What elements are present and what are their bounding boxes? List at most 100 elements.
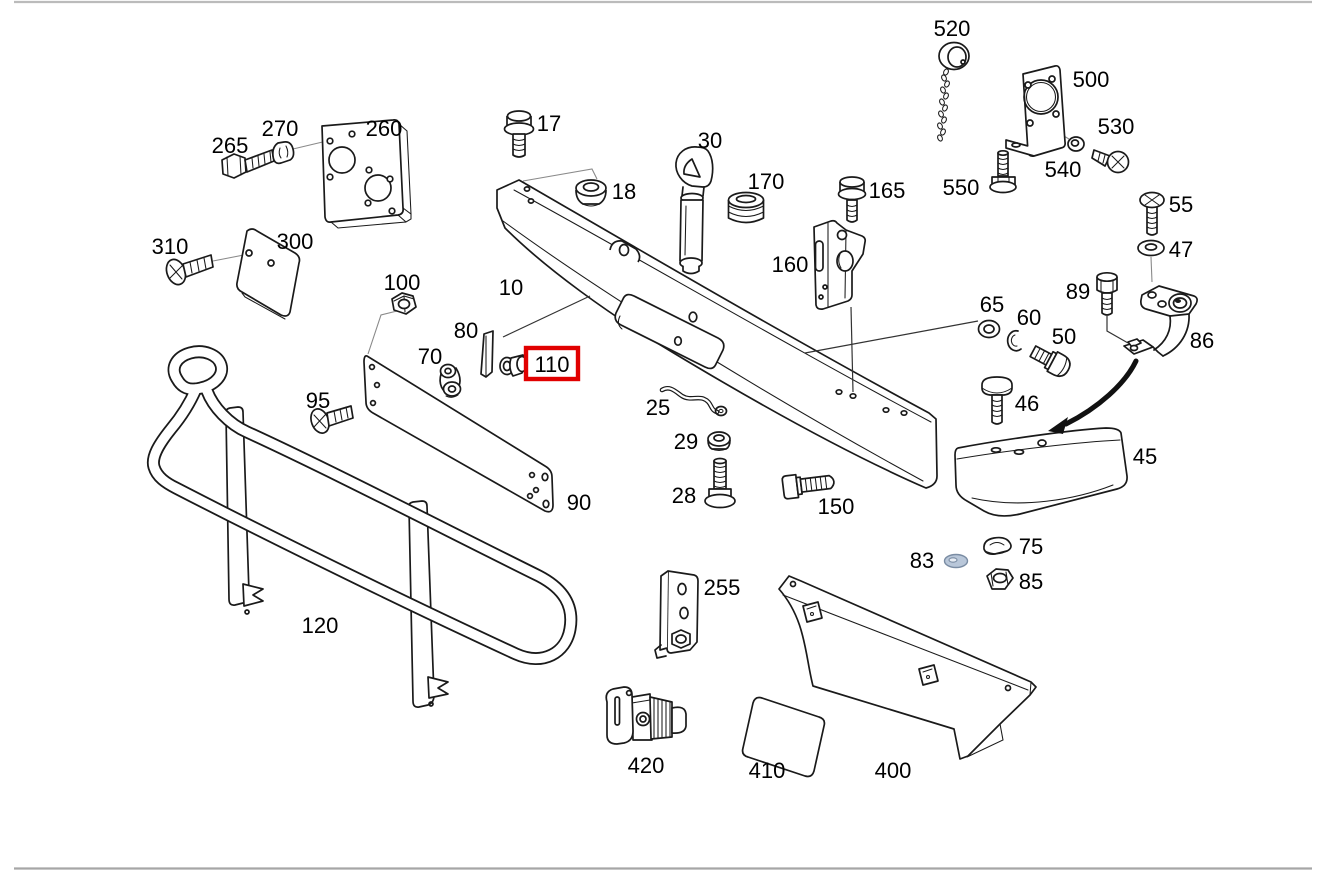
part-callout-50[interactable]: 50 [1052,324,1076,349]
part-bolt-46 [981,376,1013,425]
part-bracket-plate-500 [1005,64,1067,158]
part-callout-530[interactable]: 530 [1098,114,1135,139]
part-towing-eye-30 [675,146,714,275]
part-screw-310 [165,254,214,286]
part-grommet-170 [727,191,765,224]
part-callout-75[interactable]: 75 [1019,534,1043,559]
selected-part-highlight-box[interactable] [523,345,581,382]
part-callout-86[interactable]: 86 [1190,328,1214,353]
part-callout-70[interactable]: 70 [418,344,442,369]
part-callout-83[interactable]: 83 [910,548,934,573]
part-bolt-550 [989,149,1017,194]
leader-nut100 [367,310,398,355]
part-cap-with-chain-520 [937,41,970,142]
part-callout-55[interactable]: 55 [1169,192,1193,217]
part-clip-nut-75 [983,536,1012,555]
part-pad-410 [741,696,826,778]
leader-plug18 [522,168,598,182]
part-grommet-29 [707,431,731,452]
part-screw-95 [310,405,354,434]
leader-lines [212,131,1153,355]
part-callout-90[interactable]: 90 [567,490,591,515]
part-plate-300 [236,228,301,320]
part-callout-89[interactable]: 89 [1066,279,1090,304]
part-plug-18 [575,179,607,207]
part-callout-500[interactable]: 500 [1073,67,1110,92]
part-callout-46[interactable]: 46 [1015,391,1039,416]
part-callout-85[interactable]: 85 [1019,569,1043,594]
part-callout-255[interactable]: 255 [704,575,741,600]
part-callout-300[interactable]: 300 [277,229,314,254]
part-callout-165[interactable]: 165 [869,178,906,203]
part-clamp-70 [439,363,462,398]
part-grommet-540 [1067,136,1085,152]
part-bolt-89 [1096,271,1118,316]
part-washer-83 [943,553,969,569]
part-callout-110[interactable]: 110 [534,352,569,377]
callout-layer: 520 500 530 540 550 55 47 89 86 65 60 50 46 45 83 75 85 1… [152,16,1215,783]
part-nut-85 [986,568,1014,590]
leader-pin110 [502,295,591,338]
part-callout-45[interactable]: 45 [1133,444,1157,469]
part-callout-18[interactable]: 18 [612,179,636,204]
part-screw-530 [1091,149,1130,174]
part-bracket-160 [813,219,867,311]
part-bracket-arm-86 [1123,285,1198,357]
install-direction-arrow [1048,358,1139,434]
part-screw-55 [1139,191,1165,236]
part-callout-400[interactable]: 400 [875,758,912,783]
part-callout-550[interactable]: 550 [943,175,980,200]
part-bolt-150 [781,473,835,500]
part-callout-47[interactable]: 47 [1169,237,1193,262]
part-plate-90 [363,355,554,513]
part-callout-410[interactable]: 410 [749,758,786,783]
part-callout-80[interactable]: 80 [454,318,478,343]
part-callout-100[interactable]: 100 [384,270,421,295]
part-socket-420 [605,686,687,745]
part-brush-guard-120 [146,345,578,708]
part-callout-420[interactable]: 420 [628,753,665,778]
part-bolt-50 [1029,345,1071,378]
part-callout-540[interactable]: 540 [1045,157,1082,182]
leader-washer65 [804,320,979,354]
part-callout-25[interactable]: 25 [646,395,670,420]
part-bumper-end-cap-45 [954,427,1128,517]
part-callout-270[interactable]: 270 [262,116,299,141]
part-bolt-28 [704,457,736,509]
part-washer-47 [1137,239,1165,257]
part-bumper-beam-10 [496,179,938,489]
part-mounting-plate-260 [321,118,412,229]
part-bolt-17 [503,110,535,158]
part-callout-95[interactable]: 95 [306,388,330,413]
chain-links [937,68,950,142]
brush-guard-straps [224,406,449,708]
part-callout-10[interactable]: 10 [499,275,523,300]
part-callout-65[interactable]: 65 [980,292,1004,317]
part-callout-28[interactable]: 28 [672,483,696,508]
part-callout-260[interactable]: 260 [366,116,403,141]
part-spring-wire-25 [659,385,728,417]
part-callout-170[interactable]: 170 [748,169,785,194]
part-shim-80 [480,330,494,378]
leader-bolt89 [1106,316,1129,344]
part-nut-100 [391,292,417,315]
part-callout-29[interactable]: 29 [674,429,698,454]
part-callout-60[interactable]: 60 [1017,305,1041,330]
part-bolt-165 [837,176,867,223]
part-callout-30[interactable]: 30 [698,128,722,153]
part-callout-17[interactable]: 17 [537,111,561,136]
part-callout-150[interactable]: 150 [818,494,855,519]
part-callout-310[interactable]: 310 [152,234,189,259]
leader-bracket160 [850,306,854,393]
brush-guard-tubes [146,345,578,665]
part-callout-120[interactable]: 120 [302,613,339,638]
part-clip-60 [1006,329,1022,352]
part-panel-400 [778,575,1037,760]
part-callout-520[interactable]: 520 [934,16,971,41]
part-callout-265[interactable]: 265 [212,133,249,158]
part-callout-160[interactable]: 160 [772,252,809,277]
leader-washer47 [1150,256,1153,283]
part-latch-bracket-255 [654,570,699,659]
